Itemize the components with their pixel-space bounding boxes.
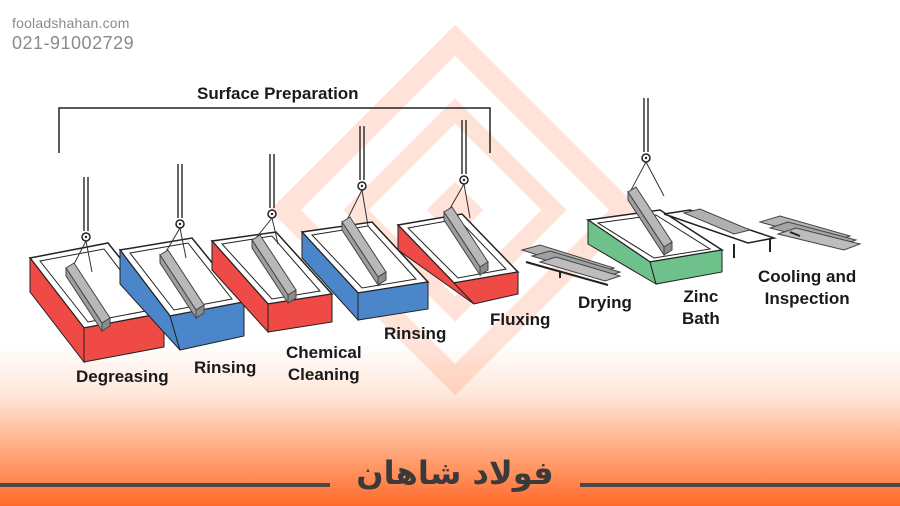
fluxing-tank bbox=[396, 119, 520, 305]
step-label-line: Cleaning bbox=[287, 365, 360, 384]
step-label-rinsing-2: Rinsing bbox=[384, 323, 446, 345]
rinsing-tank-1 bbox=[118, 163, 246, 351]
step-label-chemical-cleaning: Chemical Cleaning bbox=[286, 342, 362, 386]
step-label-line: Rinsing bbox=[194, 358, 257, 377]
step-label-line: Degreasing bbox=[76, 367, 169, 386]
step-label-line: Bath bbox=[682, 309, 720, 328]
step-label-line: Inspection bbox=[764, 289, 850, 308]
step-label-drying: Drying bbox=[578, 292, 632, 314]
drying-rack bbox=[520, 244, 622, 286]
step-label-line: Chemical bbox=[286, 343, 362, 362]
brand-footer-name: فولاد شاهان bbox=[356, 454, 554, 492]
inspection-rack bbox=[758, 215, 862, 251]
step-label-zinc-bath: Zinc Bath bbox=[682, 286, 720, 330]
brand-footer: فولاد شاهان bbox=[0, 454, 900, 506]
step-label-line: Drying bbox=[578, 293, 632, 312]
brand-website: fooladshahan.com bbox=[12, 15, 130, 31]
step-label-cooling-inspection: Cooling and Inspection bbox=[758, 266, 856, 310]
zinc-bath-tank bbox=[585, 97, 725, 286]
step-label-line: Zinc bbox=[683, 287, 719, 306]
footer-line-right bbox=[580, 483, 900, 487]
surface-preparation-bracket bbox=[58, 107, 491, 153]
step-label-line: Fluxing bbox=[490, 310, 551, 329]
cooling-bench bbox=[663, 208, 777, 258]
brand-phone: 021-91002729 bbox=[12, 33, 135, 53]
surface-preparation-label: Surface Preparation bbox=[197, 84, 359, 103]
step-label-rinsing-1: Rinsing bbox=[194, 357, 256, 379]
chemical-cleaning-tank bbox=[210, 153, 334, 334]
step-label-degreasing: Degreasing bbox=[76, 366, 169, 388]
step-label-line: Cooling and bbox=[758, 267, 857, 286]
footer-line-left bbox=[0, 483, 330, 487]
step-label-line: Rinsing bbox=[384, 324, 447, 343]
rinsing-tank-2 bbox=[300, 125, 430, 322]
step-label-fluxing: Fluxing bbox=[490, 309, 550, 331]
